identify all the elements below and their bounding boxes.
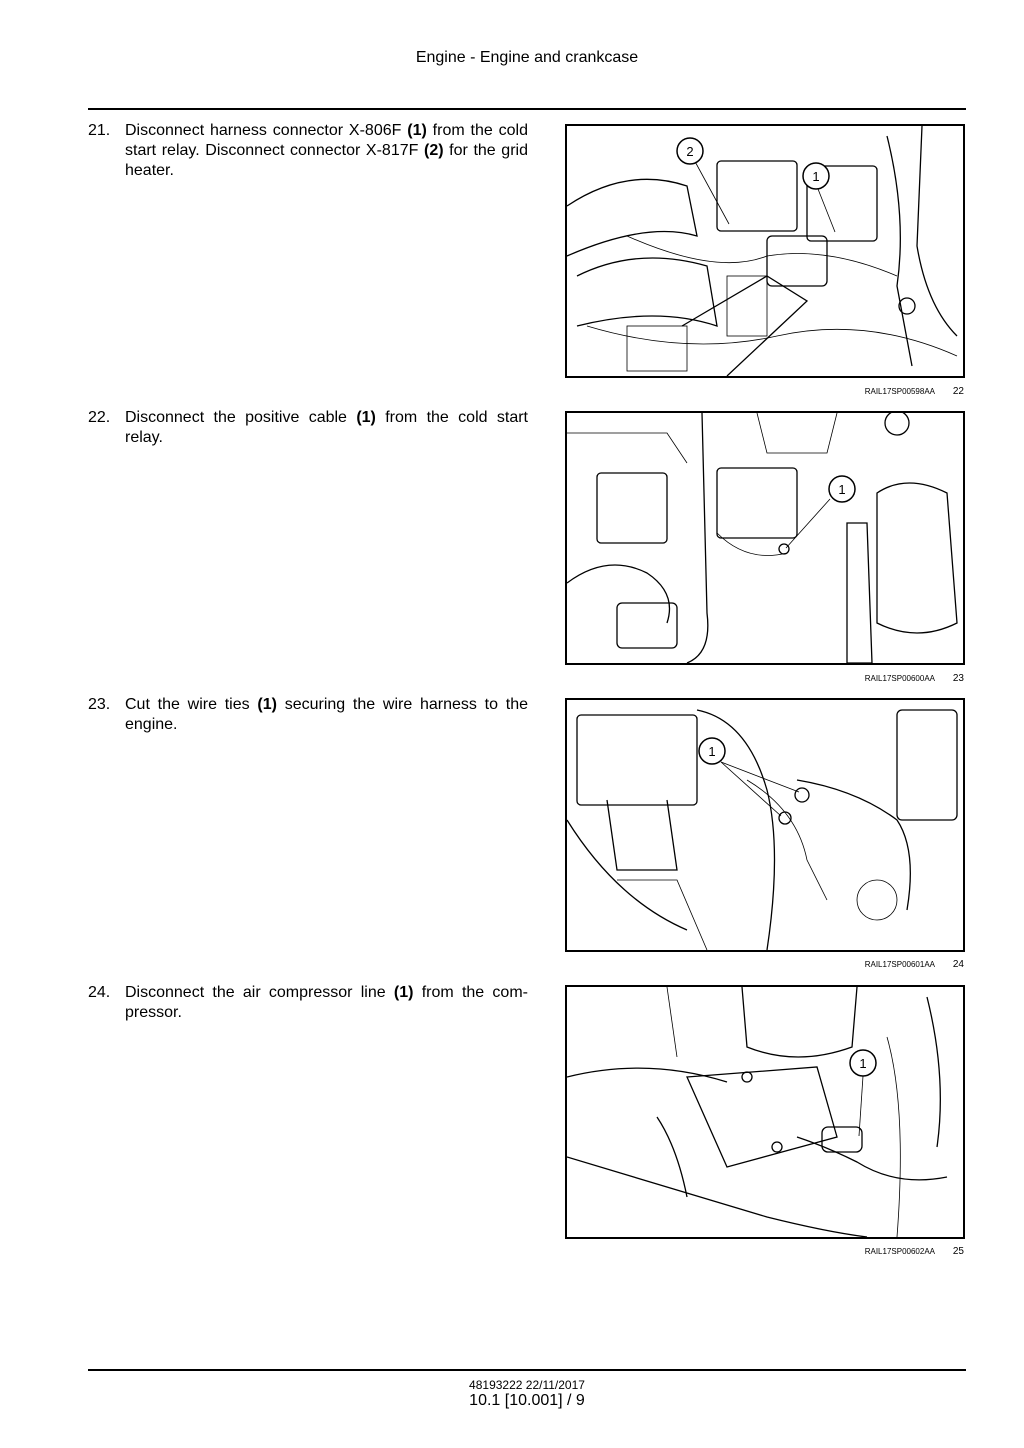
callout-label: 2	[686, 144, 693, 159]
figure-caption: RAIL17SP00601AA 24	[565, 958, 965, 972]
footer-document-code: 48193222 22/11/2017	[469, 1378, 585, 1392]
figure-number: 24	[952, 959, 964, 970]
figure-code: RAIL17SP00602AA	[864, 1247, 935, 1256]
figure-caption: RAIL17SP00600AA 23	[565, 672, 965, 686]
step-number: 24.	[88, 984, 111, 1001]
callout-circle	[802, 162, 830, 190]
footer-rule	[88, 1369, 966, 1371]
figure-number: 23	[952, 673, 964, 684]
figure-number: 25	[952, 1246, 964, 1257]
step-text: Cut the wire ties (1) securing the wire …	[125, 696, 528, 733]
callout-circle	[828, 475, 856, 503]
header-rule	[88, 108, 966, 110]
page-header-title: Engine - Engine and crankcase	[415, 49, 639, 66]
callout-label: 1	[838, 482, 845, 497]
footer-page-number: 10.1 [10.001] / 9	[469, 1392, 585, 1409]
callout-label: 1	[708, 744, 715, 759]
step-text: Disconnect the positive cable (1) from t…	[125, 409, 528, 446]
figure-code: RAIL17SP00600AA	[864, 674, 935, 683]
step-number: 23.	[88, 696, 111, 713]
callout-label: 1	[859, 1056, 866, 1071]
step-23: 23. Cut the wire ties (1) securing the w…	[88, 695, 528, 735]
callout-label: 1	[812, 169, 819, 184]
figure-number: 22	[952, 386, 964, 397]
step-text: Disconnect harness connector X-806F (1) …	[125, 122, 528, 179]
figure-caption: RAIL17SP00598AA 22	[565, 385, 965, 399]
callout-circle	[849, 1049, 877, 1077]
callout-circle	[676, 137, 704, 165]
step-number: 21.	[88, 122, 111, 139]
figure-code: RAIL17SP00601AA	[864, 960, 935, 969]
step-24: 24. Disconnect the air compressor line (…	[88, 983, 528, 1023]
callout-circle	[698, 737, 726, 765]
figure-23-illustration: 1	[565, 411, 965, 665]
figure-caption: RAIL17SP00602AA 25	[565, 1245, 965, 1259]
figure-22-illustration: 2 1	[565, 124, 965, 378]
figure-25-illustration: 1	[565, 985, 965, 1239]
step-21: 21. Disconnect harness connector X-806F …	[88, 121, 528, 181]
step-text: Disconnect the air compressor line (1) f…	[125, 984, 528, 1021]
figure-24-illustration: 1	[565, 698, 965, 952]
step-22: 22. Disconnect the positive cable (1) fr…	[88, 408, 528, 448]
step-number: 22.	[88, 409, 111, 426]
figure-code: RAIL17SP00598AA	[864, 387, 935, 396]
